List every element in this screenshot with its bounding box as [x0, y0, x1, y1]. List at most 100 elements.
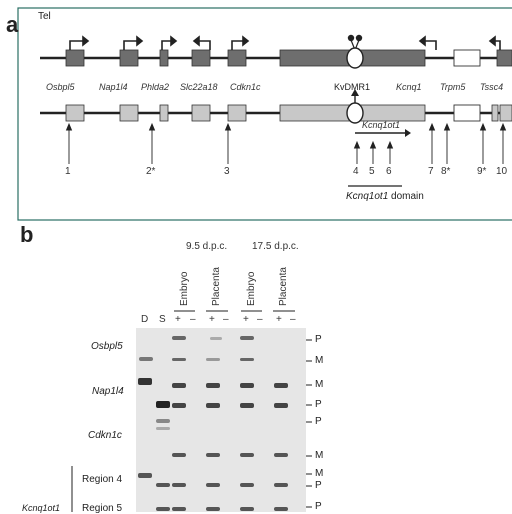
- band: [172, 483, 186, 487]
- region-number-9: 9*: [477, 166, 487, 177]
- gel-strip-nap1l4: [136, 369, 306, 415]
- band: [172, 383, 186, 388]
- row-label-nap1l4: Nap1l4: [92, 386, 124, 397]
- group-label-kcnq1ot1: Kcnq1ot1: [22, 503, 61, 513]
- marker-osbpl5-m: M: [315, 355, 324, 366]
- band: [240, 336, 254, 340]
- band: [240, 507, 254, 511]
- band: [274, 453, 288, 457]
- lane-label-minus-4: –: [290, 314, 296, 325]
- row-label-region-4: Region 4: [82, 474, 123, 485]
- region-number-6: 6: [386, 166, 392, 177]
- band: [156, 483, 170, 487]
- gel-strip-region-5: [136, 493, 306, 512]
- band: [172, 358, 186, 361]
- tissue-header-placenta-2: Placenta: [278, 267, 289, 306]
- trpm5-box-bottom: [453, 104, 481, 122]
- band: [206, 403, 220, 408]
- tissue-header-embryo-2: Embryo: [246, 271, 257, 306]
- lane-label-plus-4: +: [276, 314, 282, 325]
- band: [206, 483, 220, 487]
- band: [138, 473, 152, 478]
- lane-label-minus-1: –: [190, 314, 196, 325]
- marker-nap1l4-m: M: [315, 379, 324, 390]
- band: [274, 403, 288, 408]
- band: [240, 383, 254, 388]
- band: [206, 453, 220, 457]
- row-label-cdkn1c: Cdkn1c: [88, 430, 122, 441]
- tel-label: Tel: [38, 11, 51, 22]
- domain-label-gene: Kcnq1ot1: [346, 191, 389, 202]
- region-number-2: 2*: [146, 166, 156, 177]
- domain-label: Kcnq1ot1 domain: [346, 192, 424, 202]
- gene-label-nap1l4: Nap1l4: [99, 82, 128, 92]
- gel-strip-region-4: [136, 466, 306, 493]
- kvdmr1-unmethylated: [346, 102, 364, 124]
- tissue-header-placenta-1: Placenta: [211, 267, 222, 306]
- panel-a-letter: a: [6, 12, 19, 37]
- gene-label-phlda2: Phlda2: [141, 82, 170, 92]
- transcription-arrows: [69, 35, 501, 50]
- gene-label-slc22a18: Slc22a18: [180, 82, 218, 92]
- top-track-genes: [65, 49, 512, 67]
- band: [139, 357, 153, 361]
- region-number-3: 3: [224, 166, 230, 177]
- kvdmr1-methylated: [346, 34, 364, 69]
- band: [206, 507, 220, 511]
- tissue-header-embryo-1: Embryo: [179, 271, 190, 306]
- marker-ticks: [306, 339, 312, 508]
- marker-region5-p: P: [315, 501, 322, 512]
- gel-strip-osbpl5: [136, 328, 306, 369]
- band: [274, 383, 288, 388]
- panel-b-letter: b: [20, 222, 34, 247]
- marker-region4-p: P: [315, 480, 322, 491]
- band: [156, 507, 170, 511]
- gene-label-kcnq1: Kcnq1: [396, 82, 422, 92]
- band: [138, 378, 152, 385]
- band: [274, 507, 288, 511]
- lane-label-d: D: [141, 314, 149, 325]
- row-label-region-5: Region 5: [82, 503, 123, 514]
- panel-a-frame: [17, 7, 512, 221]
- trpm5-box-top: [453, 49, 481, 67]
- marker-nap1l4-p: P: [315, 399, 322, 410]
- band: [156, 427, 170, 430]
- region-number-5: 5: [369, 166, 375, 177]
- band: [172, 453, 186, 457]
- region-number-10: 10: [496, 166, 508, 177]
- lane-label-plus-1: +: [175, 314, 181, 325]
- marker-cdkn1c-m: M: [315, 450, 324, 461]
- lane-label-plus-3: +: [243, 314, 249, 325]
- stage-header-17-5: 17.5 d.p.c.: [252, 241, 299, 252]
- region-number-7: 7: [428, 166, 434, 177]
- marker-osbpl5-p: P: [315, 334, 322, 345]
- band: [210, 337, 222, 340]
- band: [240, 358, 254, 361]
- gene-label-tssc4: Tssc4: [480, 82, 504, 92]
- gene-label-osbpl5: Osbpl5: [46, 82, 75, 92]
- domain-label-suffix: domain: [391, 191, 424, 202]
- lane-label-minus-2: –: [223, 314, 229, 325]
- region-number-8: 8*: [441, 166, 451, 177]
- band: [240, 403, 254, 408]
- band: [274, 483, 288, 487]
- band: [156, 419, 170, 423]
- row-label-osbpl5: Osbpl5: [91, 341, 123, 352]
- transcript-label: Kcnq1ot1: [362, 120, 401, 130]
- band: [240, 453, 254, 457]
- band: [172, 336, 186, 340]
- gene-label-trpm5: Trpm5: [440, 82, 466, 92]
- band: [172, 507, 186, 511]
- marker-cdkn1c-p: P: [315, 416, 322, 427]
- stage-header-9-5: 9.5 d.p.c.: [186, 241, 228, 252]
- region-number-1: 1: [65, 166, 71, 177]
- kcnq1ot1-transcript-arrow: [355, 129, 411, 137]
- bottom-track-genes: [65, 104, 512, 122]
- region-arrows: [65, 122, 507, 164]
- band: [240, 483, 254, 487]
- region-number-4: 4: [353, 166, 359, 177]
- lane-label-plus-2: +: [209, 314, 215, 325]
- band: [206, 383, 220, 388]
- marker-region4-m: M: [315, 468, 324, 479]
- lane-label-s: S: [159, 314, 166, 325]
